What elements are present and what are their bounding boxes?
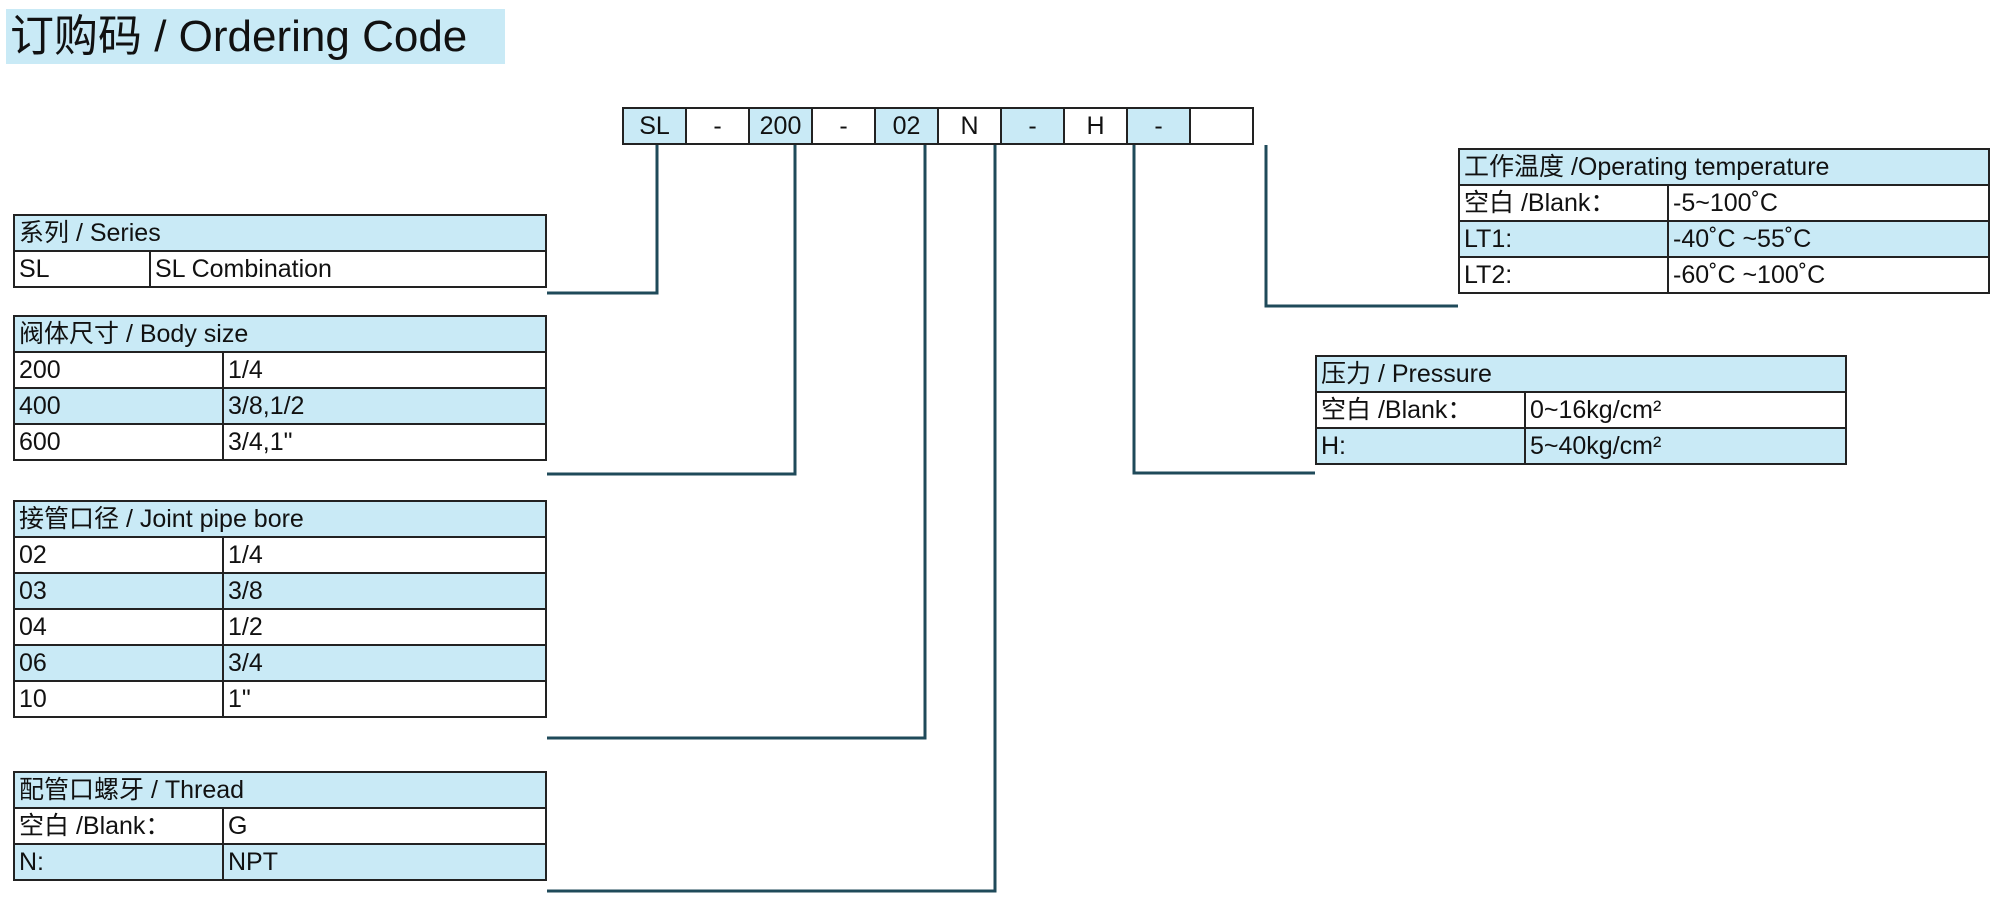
joint-pipe-bore-value: 3/4 — [222, 644, 547, 682]
page-title: 订购码 / Ordering Code — [6, 9, 505, 64]
operating-temperature-table: 工作温度 /Operating temperature 空白 /Blank： -… — [1458, 148, 1990, 294]
code-box: 02 — [874, 107, 939, 145]
thread-connector — [547, 145, 997, 893]
joint-pipe-bore-code: 02 — [13, 536, 224, 574]
series-connector — [547, 145, 659, 295]
code-box: - — [1126, 107, 1191, 145]
code-box — [1189, 107, 1254, 145]
thread-code: 空白 /Blank： — [13, 807, 224, 845]
code-box: H — [1063, 107, 1128, 145]
code-box: - — [685, 107, 750, 145]
pressure-table: 压力 / Pressure 空白 /Blank： 0~16kg/cm² H: 5… — [1315, 355, 1847, 465]
operating-temperature-code: 空白 /Blank： — [1458, 184, 1669, 222]
series-header: 系列 / Series — [13, 214, 547, 252]
operating-temperature-value: -5~100˚C — [1667, 184, 1990, 222]
joint-pipe-connector — [547, 145, 927, 740]
code-box: N — [937, 107, 1002, 145]
joint-pipe-bore-value: 1" — [222, 680, 547, 718]
operating-temperature-code: LT1: — [1458, 220, 1669, 258]
body-size-header: 阀体尺寸 / Body size — [13, 315, 547, 353]
thread-value: G — [222, 807, 547, 845]
operating-temperature-header: 工作温度 /Operating temperature — [1458, 148, 1990, 186]
code-box: - — [1000, 107, 1065, 145]
body-size-value: 3/4,1" — [222, 423, 547, 461]
joint-pipe-bore-value: 1/2 — [222, 608, 547, 646]
joint-pipe-bore-table: 接管口径 / Joint pipe bore 02 1/4 03 3/8 04 … — [13, 500, 547, 718]
joint-pipe-bore-code: 10 — [13, 680, 224, 718]
temperature-connector — [1264, 145, 1458, 308]
operating-temperature-value: -40˚C ~55˚C — [1667, 220, 1990, 258]
thread-value: NPT — [222, 843, 547, 881]
joint-pipe-bore-value: 1/4 — [222, 536, 547, 574]
series-table: 系列 / Series SL SL Combination — [13, 214, 547, 288]
code-box: - — [811, 107, 876, 145]
thread-table: 配管口螺牙 / Thread 空白 /Blank： G N: NPT — [13, 771, 547, 881]
operating-temperature-value: -60˚C ~100˚C — [1667, 256, 1990, 294]
joint-pipe-bore-code: 04 — [13, 608, 224, 646]
body-size-code: 600 — [13, 423, 224, 461]
thread-header: 配管口螺牙 / Thread — [13, 771, 547, 809]
pressure-connector — [1132, 145, 1315, 475]
code-box: 200 — [748, 107, 813, 145]
body-size-code: 400 — [13, 387, 224, 425]
body-size-connector — [547, 145, 797, 476]
series-description: SL Combination — [149, 250, 547, 288]
body-size-code: 200 — [13, 351, 224, 389]
pressure-value: 0~16kg/cm² — [1524, 391, 1847, 429]
series-code: SL — [13, 250, 151, 288]
body-size-value: 3/8,1/2 — [222, 387, 547, 425]
pressure-value: 5~40kg/cm² — [1524, 427, 1847, 465]
pressure-code: H: — [1315, 427, 1526, 465]
pressure-header: 压力 / Pressure — [1315, 355, 1847, 393]
body-size-value: 1/4 — [222, 351, 547, 389]
joint-pipe-bore-header: 接管口径 / Joint pipe bore — [13, 500, 547, 538]
joint-pipe-bore-value: 3/8 — [222, 572, 547, 610]
body-size-table: 阀体尺寸 / Body size 200 1/4 400 3/8,1/2 600… — [13, 315, 547, 461]
pressure-code: 空白 /Blank： — [1315, 391, 1526, 429]
joint-pipe-bore-code: 03 — [13, 572, 224, 610]
operating-temperature-code: LT2: — [1458, 256, 1669, 294]
joint-pipe-bore-code: 06 — [13, 644, 224, 682]
thread-code: N: — [13, 843, 224, 881]
code-box: SL — [622, 107, 687, 145]
